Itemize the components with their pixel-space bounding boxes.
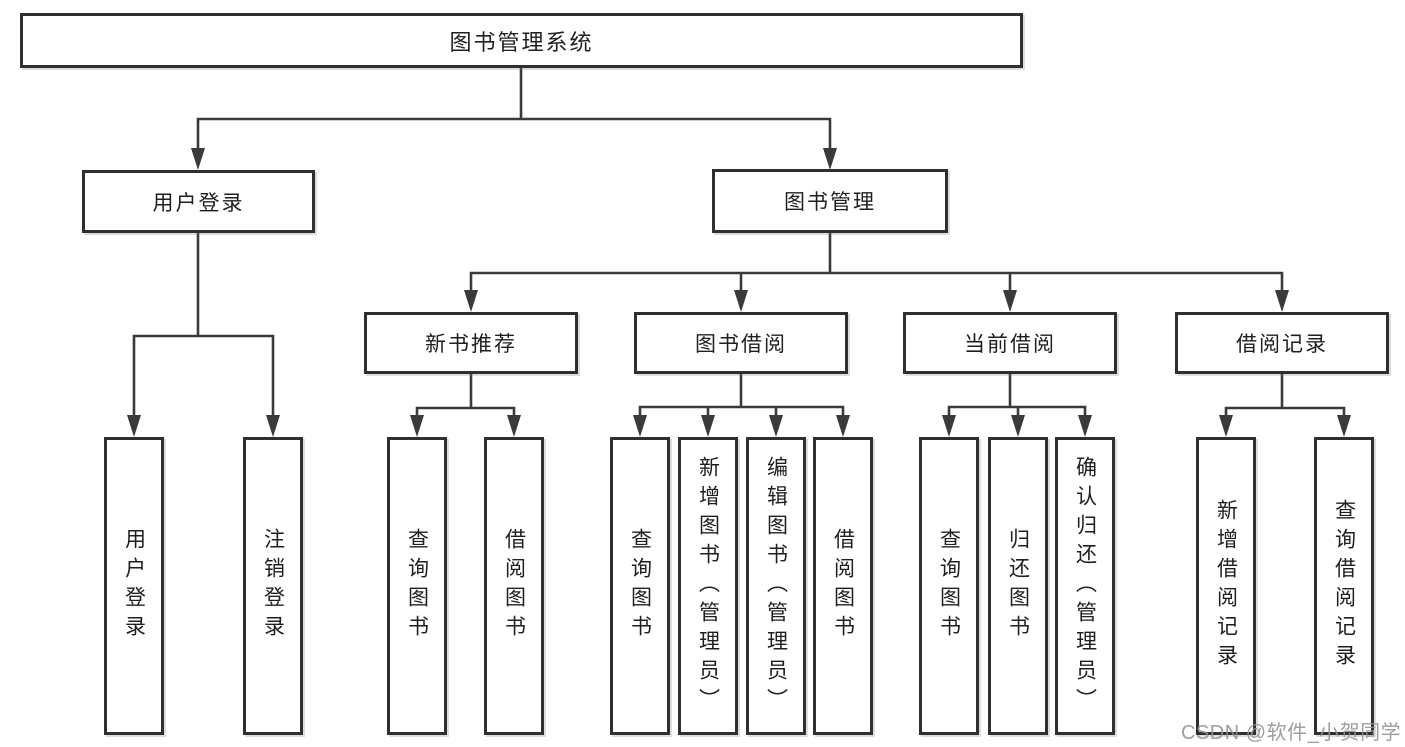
connector-new-books-to-leaves	[410, 372, 521, 437]
leaf-label: 新增图书（管理员）	[696, 455, 720, 717]
leaf-label: 查询图书	[405, 528, 429, 644]
connector-records-to-leaves	[1219, 372, 1351, 437]
leaf-records-add: 新增借阅记录	[1196, 437, 1256, 735]
node-label: 当前借阅	[964, 333, 1056, 356]
leaf-current-query: 查询图书	[919, 437, 979, 735]
leaf-label: 查询借阅记录	[1332, 499, 1356, 673]
leaf-label: 借阅图书	[502, 528, 526, 644]
node-user-login: 用户登录	[82, 170, 315, 233]
leaf-label: 用户登录	[122, 528, 146, 644]
leaf-current-confirm-return-admin: 确认归还（管理员）	[1055, 437, 1115, 735]
node-borrow-records: 借阅记录	[1175, 312, 1389, 374]
leaf-borrow-query: 查询图书	[610, 437, 670, 735]
watermark: CSDN @软件_小贺同学	[1181, 722, 1402, 744]
leaf-label: 编辑图书（管理员）	[764, 455, 788, 717]
connector-root-to-level2	[191, 66, 837, 170]
node-label: 借阅记录	[1236, 333, 1328, 356]
connector-borrow-to-leaves	[633, 372, 850, 437]
connector-user-login-to-leaves	[127, 231, 280, 437]
leaf-borrow-add-admin: 新增图书（管理员）	[678, 437, 738, 735]
arrowhead-down	[464, 290, 1289, 312]
connector-current-to-leaves	[942, 372, 1092, 437]
leaf-label: 查询图书	[628, 528, 652, 644]
arrowhead-down	[191, 148, 837, 170]
node-current-borrowing: 当前借阅	[903, 312, 1117, 374]
node-label: 图书管理	[784, 191, 876, 214]
connector-book-mgmt-to-level3	[464, 231, 1289, 312]
leaf-new-books-borrow: 借阅图书	[484, 437, 544, 735]
node-library-management-system: 图书管理系统	[20, 13, 1023, 68]
leaf-label: 查询图书	[937, 528, 961, 644]
arrowhead-down	[633, 415, 850, 437]
node-label: 用户登录	[152, 191, 245, 215]
node-book-management: 图书管理	[712, 169, 948, 233]
arrowhead-down	[127, 415, 280, 437]
arrowhead-down	[410, 415, 521, 437]
leaf-borrow-edit-admin: 编辑图书（管理员）	[746, 437, 806, 735]
node-label: 图书管理系统	[449, 29, 594, 55]
node-book-borrowing: 图书借阅	[634, 312, 848, 374]
arrowhead-down	[1219, 415, 1351, 437]
leaf-logout: 注销登录	[243, 437, 303, 735]
node-label: 图书借阅	[695, 333, 787, 356]
leaf-label: 注销登录	[261, 528, 285, 644]
node-new-book-recommendation: 新书推荐	[364, 312, 578, 374]
leaf-records-query: 查询借阅记录	[1314, 437, 1374, 735]
leaf-label: 归还图书	[1006, 528, 1030, 644]
leaf-new-books-query: 查询图书	[387, 437, 447, 735]
leaf-label: 新增借阅记录	[1214, 499, 1238, 673]
node-label: 新书推荐	[425, 333, 517, 356]
leaf-user-login: 用户登录	[104, 437, 164, 735]
leaf-label: 借阅图书	[831, 528, 855, 644]
leaf-label: 确认归还（管理员）	[1073, 455, 1097, 717]
arrowhead-down	[942, 415, 1092, 437]
leaf-borrow-borrow: 借阅图书	[813, 437, 873, 735]
leaf-current-return: 归还图书	[988, 437, 1048, 735]
